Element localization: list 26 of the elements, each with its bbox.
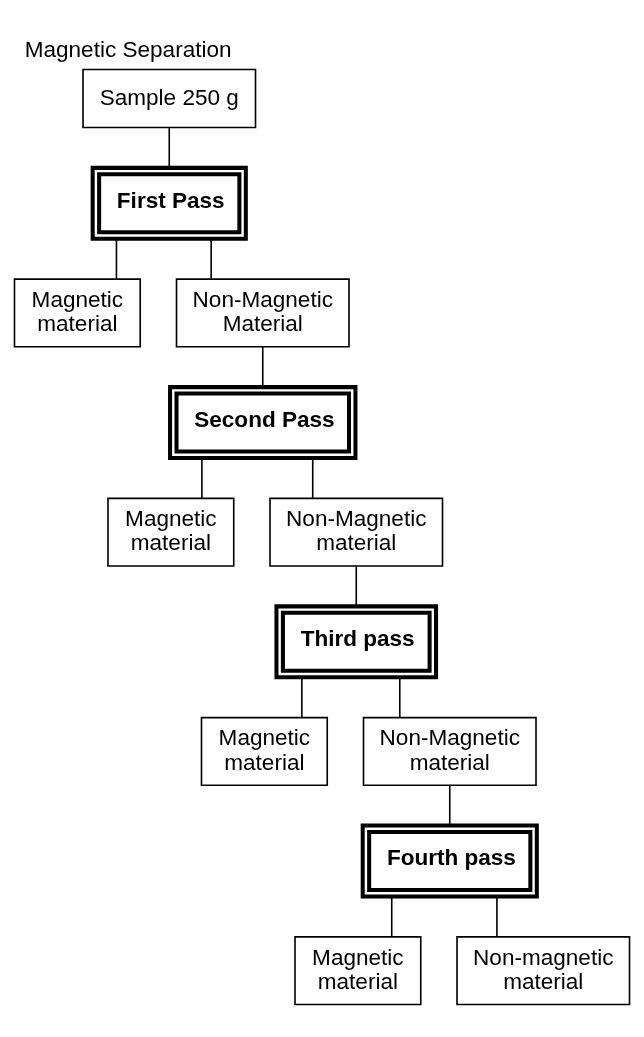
connector: [115, 238, 118, 280]
connector: [301, 676, 303, 719]
node-box: Magnetic material: [107, 497, 235, 567]
node-box: Third pass: [274, 604, 439, 680]
connector: [355, 565, 358, 607]
connector: [398, 676, 401, 719]
connector: [390, 896, 393, 938]
node-box: Magnetic material: [200, 716, 329, 787]
connector: [261, 346, 264, 388]
node-box: Magnetic material: [13, 278, 142, 348]
node-box: First Pass: [90, 165, 248, 241]
connector: [496, 896, 498, 938]
diagram-title: Magnetic Separation: [24, 36, 232, 62]
connector: [448, 784, 451, 826]
connector: [168, 126, 171, 169]
node-box: Fourth pass: [360, 823, 539, 899]
connector: [210, 238, 212, 280]
node-box: Non-Magnetic material: [269, 497, 444, 567]
node-box: Non-magnetic material: [456, 936, 631, 1006]
connector: [201, 457, 203, 499]
node-box: Magnetic material: [294, 936, 422, 1006]
node-box: Non-Magnetic Material: [175, 278, 350, 348]
node-box: Second Pass: [168, 385, 358, 461]
node-box: Sample 250 g: [82, 68, 257, 129]
connector: [311, 457, 314, 499]
node-box: Non-Magnetic material: [362, 716, 537, 787]
